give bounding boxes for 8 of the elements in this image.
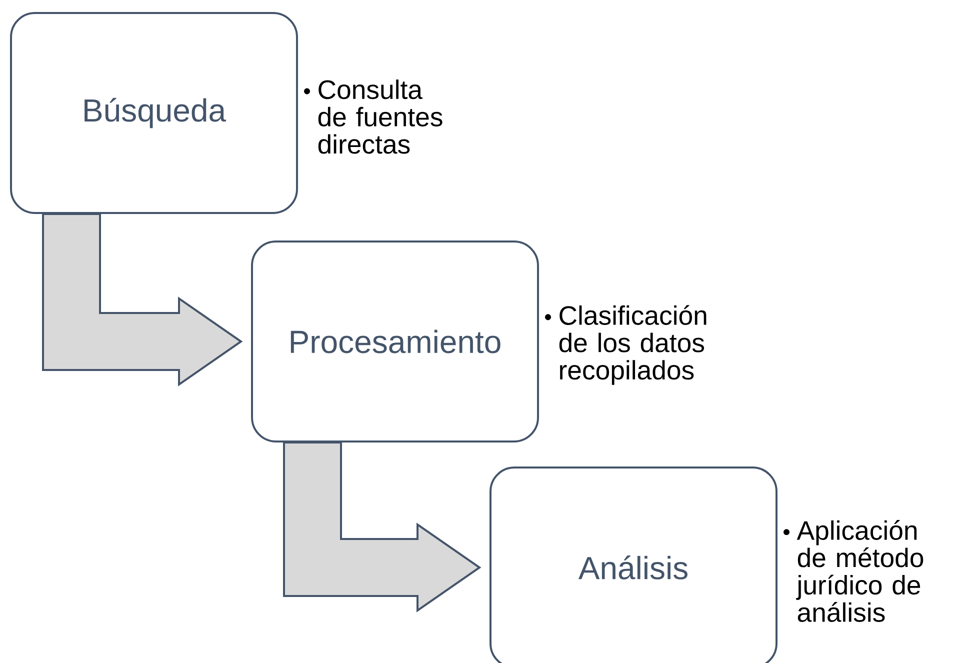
bullet-text: Clasificación de los datos recopilados — [559, 305, 706, 385]
process-box: Búsqueda — [10, 12, 298, 214]
bullet-text: Consulta de fuentes directas — [318, 80, 442, 154]
bullet-text: Aplicación de método jurídico de análisis — [796, 520, 924, 622]
bent-arrow — [42, 213, 243, 386]
process-box: Procesamiento — [251, 240, 539, 442]
process-box: Análisis — [490, 466, 778, 663]
bent-arrow — [283, 442, 482, 612]
